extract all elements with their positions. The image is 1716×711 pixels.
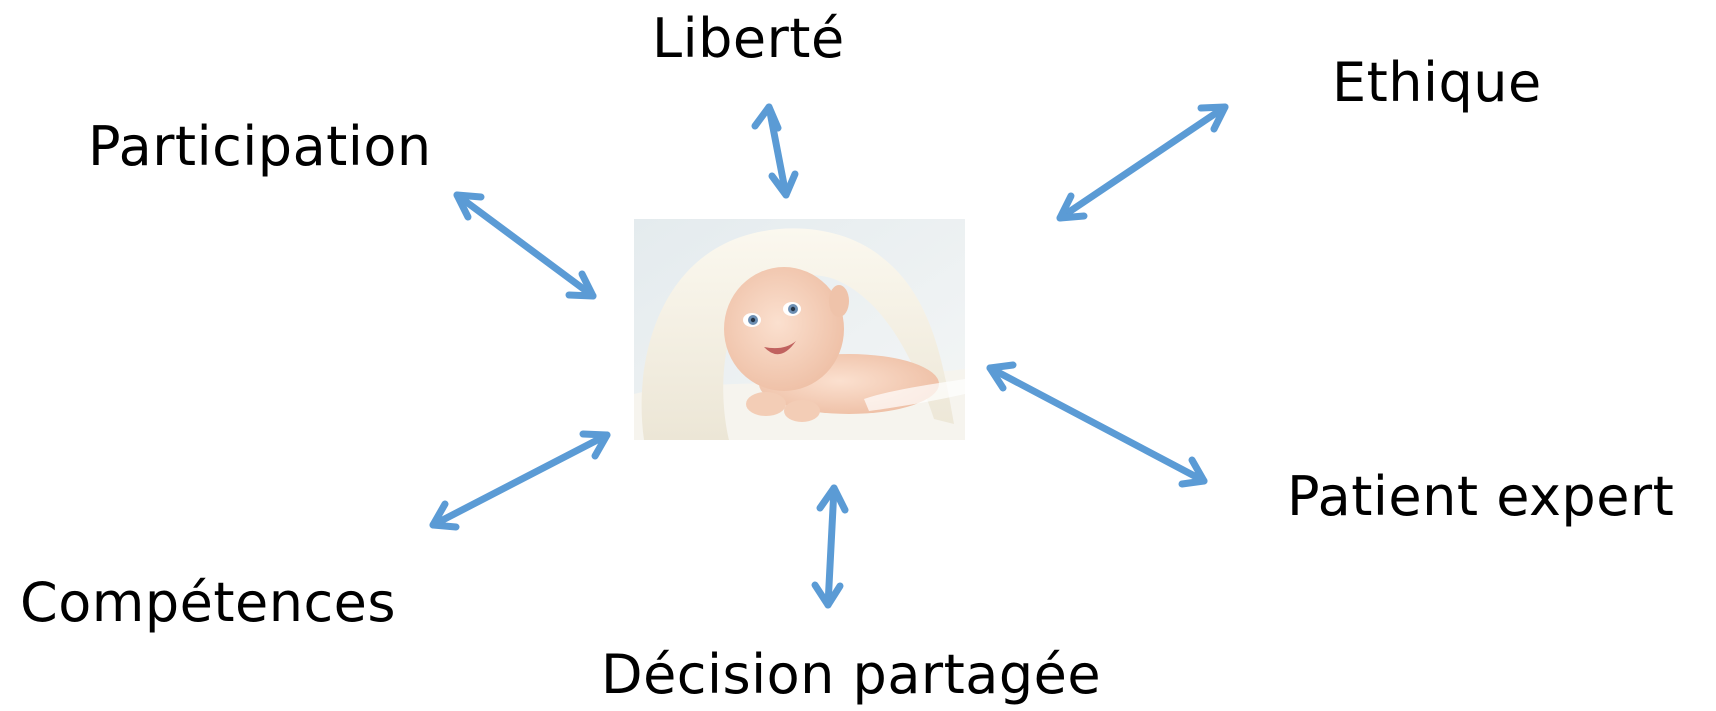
- arrow-decision-partagee: [811, 484, 849, 609]
- label-ethique: Ethique: [1332, 51, 1542, 114]
- arrow-competences: [429, 430, 611, 531]
- arrow-liberte: [751, 103, 799, 199]
- label-patient-expert: Patient expert: [1287, 465, 1675, 528]
- label-competences: Compétences: [20, 571, 397, 634]
- baby-under-blanket-photo: [634, 219, 965, 440]
- label-liberte: Liberté: [652, 7, 845, 70]
- arrow-ethique: [1056, 103, 1229, 222]
- arrow-patient-expert: [986, 361, 1208, 488]
- arrow-participation: [453, 191, 597, 300]
- label-participation: Participation: [88, 115, 432, 178]
- label-decision-partagee: Décision partagée: [601, 643, 1102, 706]
